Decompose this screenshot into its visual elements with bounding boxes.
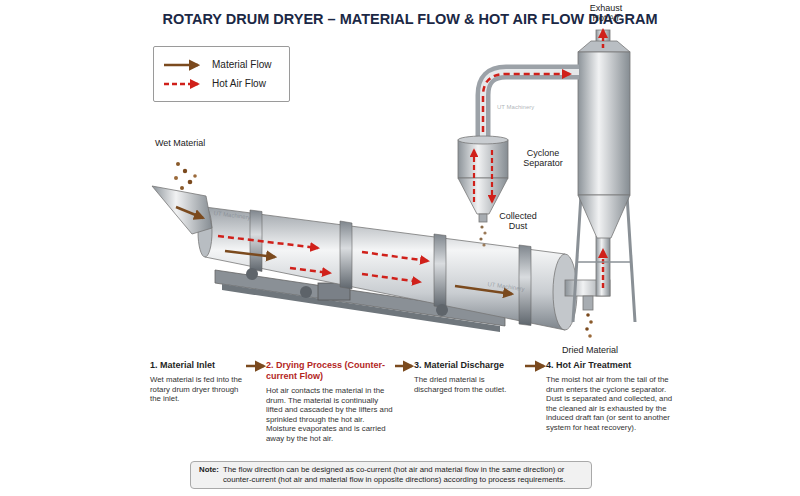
drum-flows: [218, 236, 512, 294]
column-cone: [578, 195, 630, 238]
cyclone-cone: [458, 178, 508, 214]
note-box: Note:The flow direction can be designed …: [190, 461, 592, 489]
material-flow-arrow: [176, 207, 203, 218]
step-heading: 3. Material Discharge: [414, 360, 524, 371]
step-block: 4. Hot Air TreatmentThe moist hot air fr…: [546, 360, 674, 432]
rotary-drum: [198, 207, 577, 330]
step-block: 2. Drying Process (Counter-current Flow)…: [266, 360, 394, 443]
hot-air-arrow: [362, 252, 428, 261]
support-roller: [246, 268, 258, 280]
legend-box: Material FlowHot Air Flow: [153, 46, 290, 102]
riser-pipe: [596, 236, 610, 296]
dust-particle: [479, 237, 482, 240]
material-particle: [588, 334, 592, 338]
legend-text: Material Flow: [212, 59, 271, 70]
step-block: 3. Material DischargeThe dried material …: [414, 360, 524, 394]
material-particle: [176, 162, 180, 166]
diagram-title: ROTARY DRUM DRYER – MATERIAL FLOW & HOT …: [150, 11, 670, 27]
material-inlet-label: Wet Material: [155, 138, 235, 148]
step-description: The dried material is discharged from th…: [414, 375, 524, 394]
hopper-shape: [152, 186, 212, 234]
material-particle: [188, 180, 193, 185]
step-block: 1. Material InletWet material is fed int…: [150, 360, 245, 404]
legend-entry: Hot Air Flow: [162, 74, 281, 93]
duct-highlight: [483, 72, 579, 142]
cyclone-body: [458, 140, 508, 178]
leg-brace: [576, 261, 632, 263]
dust-outlet: [479, 214, 487, 222]
hot-air-arrow: [218, 236, 318, 248]
girth-gear: [340, 221, 352, 289]
hot-air-arrow: [473, 150, 475, 202]
watermark: UT Machinery: [497, 104, 547, 110]
material-particle: [586, 313, 590, 317]
hot-air-arrow: [362, 274, 420, 282]
hot-air-arrow: [602, 250, 605, 288]
legend-entry: Material Flow: [162, 55, 281, 74]
step-heading: 4. Hot Air Treatment: [546, 360, 674, 371]
hot-air-arrow: [491, 150, 493, 202]
material-particle: [174, 176, 178, 180]
material-particle: [180, 186, 184, 190]
support-leg: [573, 195, 581, 322]
gear-reducer: [300, 286, 312, 298]
material-flow-arrow: [225, 251, 275, 257]
hot-air-arrow: [602, 30, 605, 48]
cyclone-separator: [458, 136, 508, 247]
duct-shape: [483, 72, 579, 142]
material-particle: [183, 169, 187, 173]
support-leg: [627, 195, 635, 322]
swatch-line: [164, 82, 198, 85]
step-description: Wet material is fed into the rotary drum…: [150, 375, 245, 404]
dust-particle: [483, 231, 486, 234]
step-heading: Note:: [199, 465, 219, 485]
legend-swatch: [162, 59, 202, 71]
cyclone-column: [573, 30, 635, 322]
dust-label: Collected Dust: [497, 211, 539, 232]
step-description: The moist hot air from the tail of the d…: [546, 375, 674, 432]
riding-ring: [434, 234, 446, 308]
step-description: Hot air contacts the material in the dru…: [266, 386, 394, 443]
support-roller: [436, 304, 448, 316]
cyclone-label: Cyclone Separator: [514, 148, 572, 169]
flow-arrow: [395, 365, 412, 368]
cyclone-top: [458, 136, 508, 144]
outlet-and-riser: [565, 236, 610, 338]
outlet-label: Dried Material: [562, 345, 632, 355]
material-particle: [585, 327, 589, 331]
dust-particle: [482, 243, 485, 246]
drum-shell: [205, 207, 565, 330]
material-particle: [589, 320, 593, 324]
discharge-chute: [583, 296, 593, 310]
exhaust-label: Exhaust Hot Air: [586, 3, 626, 24]
flow-arrow: [525, 365, 544, 368]
hot-air-arrow: [483, 74, 570, 132]
swatch-line: [164, 63, 198, 66]
step-heading: 1. Material Inlet: [150, 360, 245, 371]
material-particle: [193, 174, 197, 178]
step-heading: 2. Drying Process (Counter-current Flow): [266, 360, 394, 382]
connecting-duct: [483, 72, 579, 142]
hot-air-arrow: [290, 268, 330, 273]
step-description: The flow direction can be designed as co…: [223, 465, 583, 485]
legend-swatch: [162, 78, 202, 90]
inlet-hopper: [152, 162, 212, 234]
dust-particle: [480, 225, 483, 228]
legend-text: Hot Air Flow: [212, 78, 266, 89]
column-body: [578, 52, 630, 195]
flow-arrow: [246, 365, 264, 368]
